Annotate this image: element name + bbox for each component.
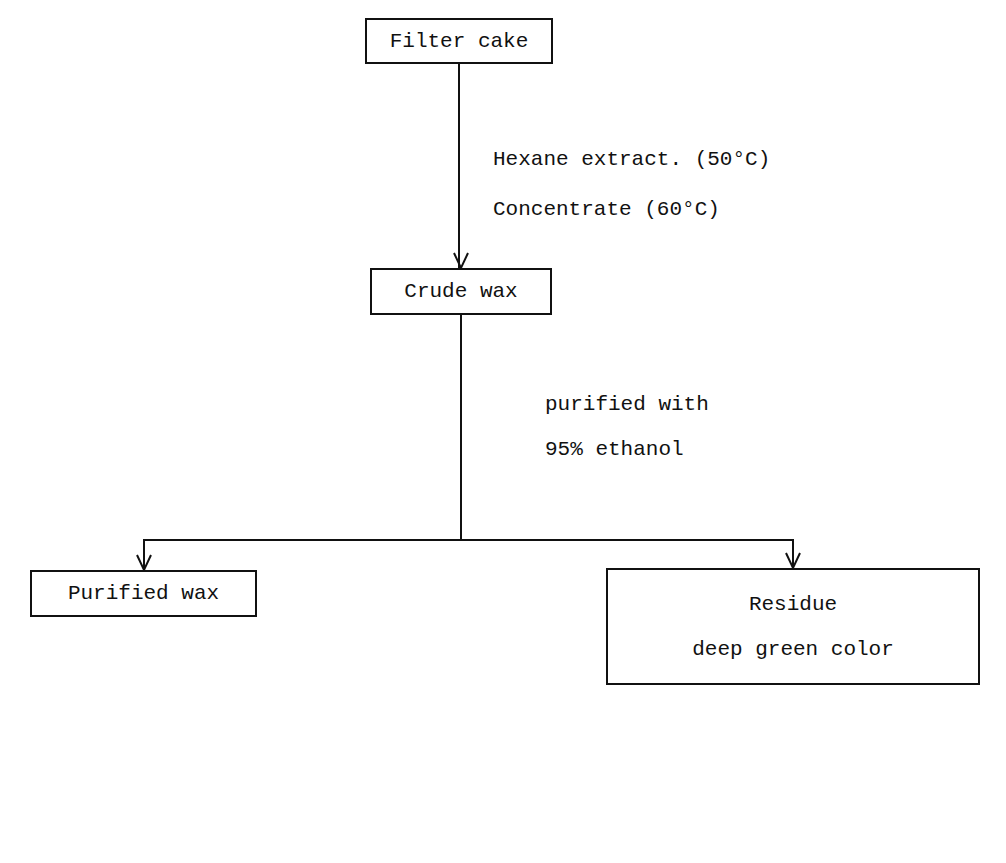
box-label: Residue — [749, 593, 837, 616]
flow-arrow — [461, 315, 800, 568]
box-label: Purified wax — [68, 582, 219, 605]
process-box: Crude wax — [370, 268, 552, 315]
box-label: Crude wax — [404, 280, 517, 303]
step-label: Hexane extract. (50°C) Concentrate (60°C… — [493, 135, 783, 235]
process-box: Filter cake — [365, 18, 553, 64]
flow-arrow — [454, 64, 468, 268]
step-label: purified with 95% ethanol — [545, 382, 721, 472]
box-note: deep green color — [692, 638, 894, 661]
process-box: Residue deep green color — [606, 568, 980, 685]
flow-arrow — [137, 315, 461, 570]
box-label: Filter cake — [390, 30, 529, 53]
process-box: Purified wax — [30, 570, 257, 617]
